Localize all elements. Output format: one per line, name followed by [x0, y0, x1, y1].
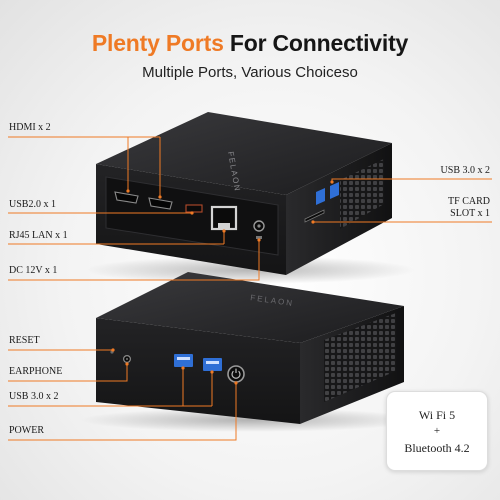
- label-reset: RESET: [9, 335, 40, 346]
- label-earphone: EARPHONE: [9, 366, 63, 377]
- label-usb3-side: USB 3.0 x 2: [440, 165, 490, 176]
- usb3-front-port-1: [174, 354, 193, 367]
- headline-accent: Plenty Ports: [91, 30, 224, 56]
- label-usb3-front: USB 3.0 x 2: [9, 391, 59, 402]
- badge-bluetooth: Bluetooth 4.2: [404, 441, 470, 455]
- power-button: [227, 365, 245, 383]
- label-hdmi: HDMI x 2: [9, 122, 51, 133]
- device-rear-view: FELAON: [85, 112, 415, 284]
- usb2-port: [185, 204, 203, 213]
- device-front-panel: [96, 318, 300, 424]
- hdmi-port-2: [148, 197, 173, 210]
- headline: Plenty Ports For Connectivity: [0, 30, 500, 57]
- label-rj45: RJ45 LAN x 1: [9, 230, 68, 241]
- headline-rest: For Connectivity: [229, 30, 409, 56]
- label-power: POWER: [9, 425, 44, 436]
- usb3-side-port-1: [330, 182, 339, 199]
- hdmi-port-1: [114, 191, 139, 204]
- device-front-view: FELAON: [80, 272, 420, 432]
- device-front-top-surface: [96, 272, 404, 343]
- connectivity-badge: Wi Fi 5 + Bluetooth 4.2: [386, 391, 488, 471]
- label-dc: DC 12V x 1: [9, 265, 58, 276]
- label-tf-card-line1: TF CARD: [448, 196, 490, 207]
- label-tf-card-line2: SLOT x 1: [450, 208, 490, 219]
- subheadline: Multiple Ports, Various Choiceso: [142, 64, 358, 81]
- usb3-side-port-2: [316, 188, 325, 205]
- label-usb2: USB2.0 x 1: [9, 199, 56, 210]
- usb3-front-port-2: [203, 358, 222, 371]
- badge-plus: +: [433, 425, 441, 437]
- callout-dots: [111, 180, 334, 385]
- badge-wifi: Wi Fi 5: [418, 408, 456, 422]
- tf-card-slot: [304, 209, 325, 223]
- device-top-surface: [96, 112, 392, 195]
